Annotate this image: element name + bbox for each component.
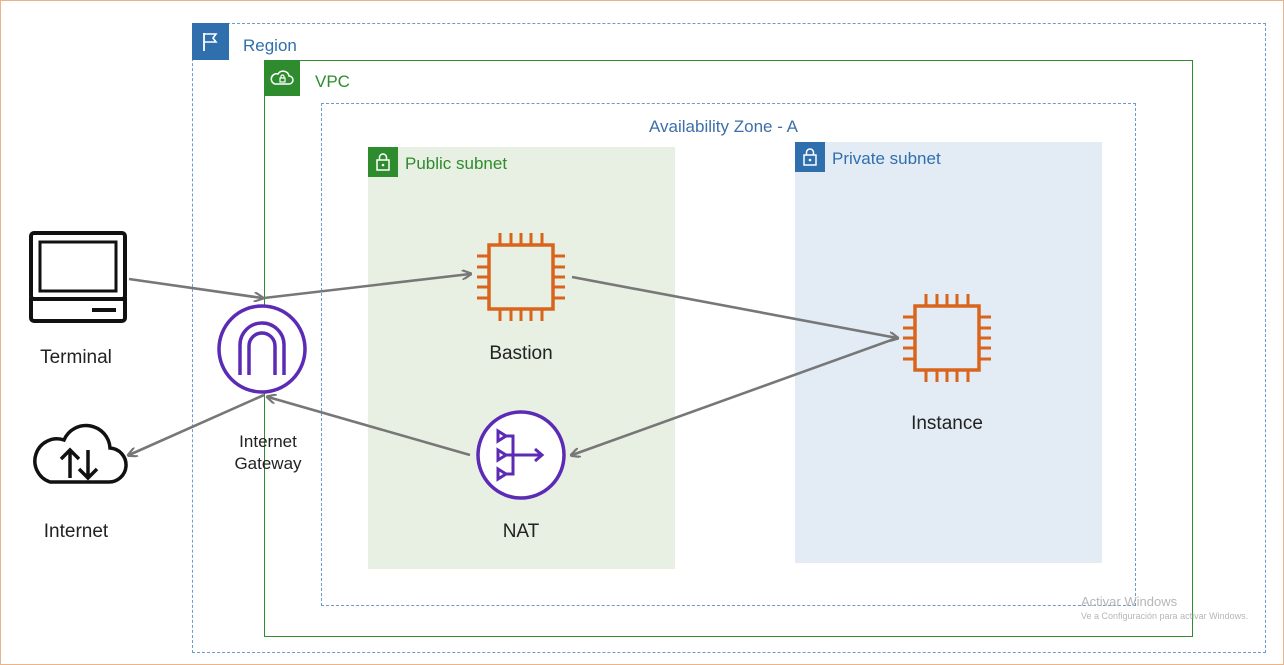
private-subnet-lock-icon bbox=[795, 142, 825, 172]
vpc-label: VPC bbox=[315, 72, 350, 91]
watermark-title: Activar Windows bbox=[1081, 594, 1178, 609]
nat-gateway-icon bbox=[476, 410, 566, 500]
public-subnet-label: Public subnet bbox=[405, 154, 508, 173]
region-container bbox=[192, 23, 1266, 653]
bastion-chip-icon bbox=[477, 233, 565, 321]
region-label: Region bbox=[243, 36, 297, 55]
watermark-subtitle: Ve a Configuración para activar Windows. bbox=[1081, 611, 1249, 621]
internet-gateway-label-line2: Gateway bbox=[234, 454, 302, 473]
arrow-instance-to-nat bbox=[572, 336, 898, 455]
public-subnet-lock-icon bbox=[368, 147, 398, 177]
availability-zone-container bbox=[321, 103, 1136, 606]
terminal-label: Terminal bbox=[40, 347, 112, 368]
internet-gateway-icon bbox=[217, 304, 307, 394]
instance-label: Instance bbox=[911, 413, 983, 434]
availability-zone-label: Availability Zone - A bbox=[649, 117, 798, 136]
instance-chip-icon bbox=[903, 294, 991, 382]
arrow-gateway-to-internet bbox=[129, 393, 265, 455]
cloud-upload-download-icon bbox=[33, 423, 128, 484]
bastion-label: Bastion bbox=[489, 343, 553, 364]
private-subnet-label: Private subnet bbox=[832, 149, 941, 168]
laptop-icon bbox=[29, 231, 127, 323]
arrow-bastion-to-instance bbox=[571, 275, 897, 338]
internet-label: Internet bbox=[43, 521, 109, 542]
private-subnet-container bbox=[795, 142, 1102, 563]
internet-gateway-label: Internet Gateway bbox=[214, 431, 322, 475]
arrow-nat-to-gateway bbox=[268, 397, 471, 457]
region-flag-icon bbox=[192, 23, 229, 60]
arrow-gateway-to-bastion bbox=[263, 274, 470, 300]
nat-label: NAT bbox=[502, 521, 540, 542]
vpc-cloud-icon bbox=[264, 60, 300, 96]
internet-gateway-label-line1: Internet bbox=[239, 432, 297, 451]
arrow-terminal-to-gateway bbox=[128, 277, 262, 298]
